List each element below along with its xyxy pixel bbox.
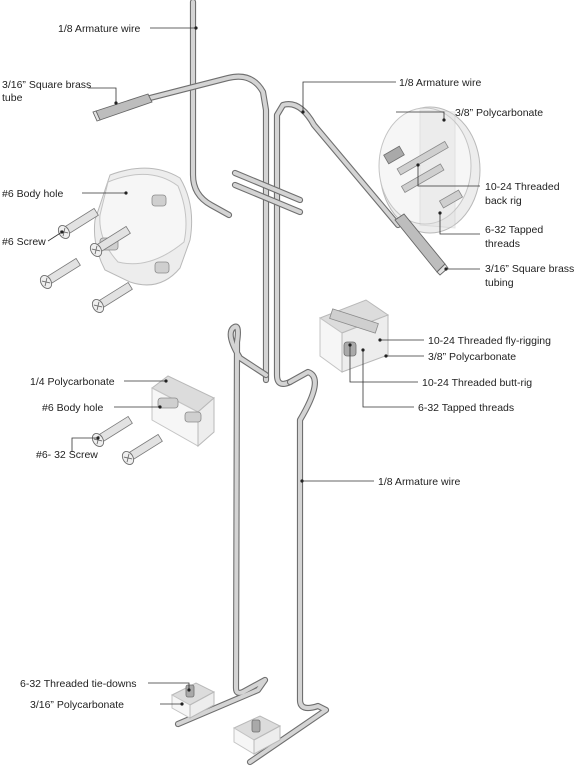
screw-group-middle-left [91,415,163,465]
screw-group-top-left [39,207,133,313]
shoulder-crossbar-lower [231,181,304,216]
foot-block-right [232,715,282,755]
label-square-brass-tubing-2: tubing [485,277,514,289]
label-fly-rigging: 10-24 Threaded fly-rigging [428,335,551,347]
label-polycarbonate-3-8-mid: 3/8” Polycarbonate [428,351,516,363]
shoulder-crossbar-upper [231,169,304,204]
armature-wire-assembly [146,0,402,766]
label-armature-wire-lower: 1/8 Armature wire [378,476,460,488]
head-wire [189,0,233,219]
label-screw-6-32: #6- 32 Screw [36,449,98,461]
leg-wire-loop [174,323,270,728]
square-brass-tube-left [92,93,153,122]
label-tapped-threads-top-1: 6-32 Tapped [485,224,543,236]
right-leg-wire [246,368,330,766]
label-polycarbonate-1-4: 1/4 Polycarbonate [30,376,115,388]
right-arm-wire [273,101,402,387]
screw-2 [89,225,131,257]
label-square-brass-tube-2: tube [2,92,23,104]
label-back-rig-1: 10-24 Threaded [485,181,560,193]
label-polycarbonate-3-8-top: 3/8” Polycarbonate [455,107,543,119]
screw-3 [39,257,81,289]
label-tapped-threads-top-2: threads [485,238,520,250]
label-square-brass-tube-1: 3/16” Square brass [2,79,91,91]
labels: 1/8 Armature wire 3/16” Square brass tub… [2,23,574,711]
body-block-quarter-poly [151,375,215,448]
label-body-hole-top: #6 Body hole [2,188,63,200]
label-square-brass-tubing-1: 3/16” Square brass [485,263,574,275]
screw-5 [91,415,133,447]
label-polycarbonate-3-16: 3/16” Polycarbonate [30,699,124,711]
screw-4 [91,281,133,313]
screw-6 [121,433,163,465]
body-block-top-left [94,167,193,286]
back-rig-disc [378,106,481,234]
label-back-rig-2: back rig [485,195,522,207]
leader-lines [47,26,480,706]
square-brass-tubing-right [394,213,449,276]
label-armature-wire-top: 1/8 Armature wire [58,23,140,35]
label-tie-downs: 6-32 Threaded tie-downs [20,678,137,690]
fly-rigging-block [318,299,390,373]
label-butt-rig: 10-24 Threaded butt-rig [422,377,532,389]
screw-1 [57,207,99,239]
label-tapped-threads-mid: 6-32 Tapped threads [418,402,514,414]
label-body-hole-mid: #6 Body hole [42,402,103,414]
left-arm-wire [146,73,270,384]
label-screw-6: #6 Screw [2,236,46,248]
label-armature-wire-right: 1/8 Armature wire [399,77,481,89]
